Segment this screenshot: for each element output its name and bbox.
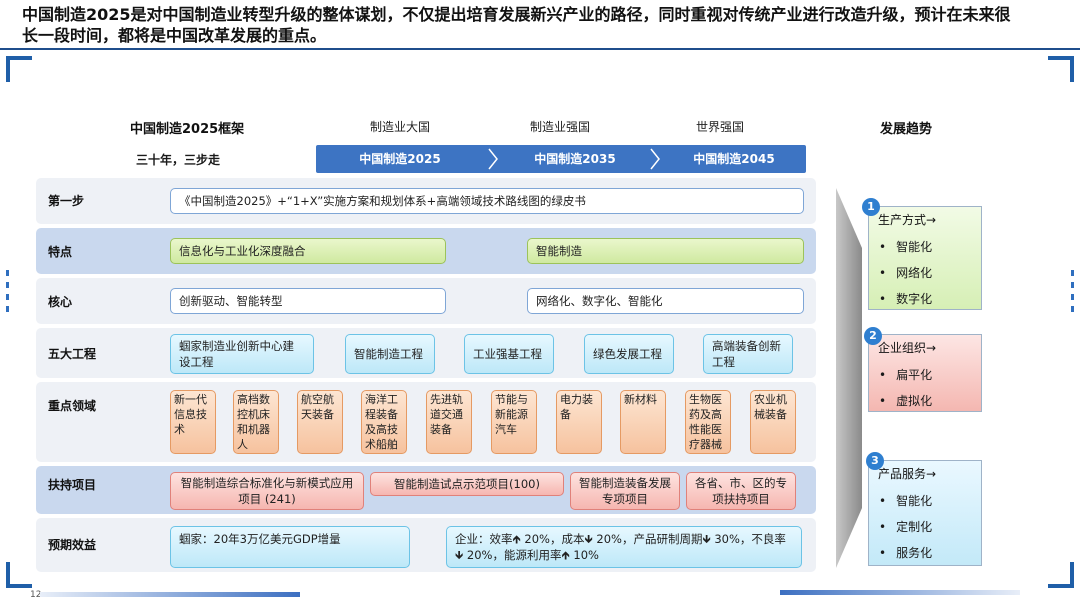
three-steps-label: 三十年，三步走: [136, 153, 221, 167]
stage-label-2: 制造业强国: [529, 120, 590, 134]
key-field-item: 航空航天装备: [297, 390, 343, 454]
benefit-item: 企业：效率🡹 20%，成本🡻 20%，产品研制周期🡻 30%，不良率🡻 20%，…: [446, 526, 802, 568]
timeline-stage-2045: 中国制造2045: [693, 152, 775, 166]
side-dash: [6, 294, 9, 300]
project-item: 绿色发展工程: [584, 334, 674, 374]
key-field-item: 新一代信息技术: [170, 390, 216, 454]
key-field-item: 节能与新能源汽车: [491, 390, 537, 454]
trend-number-badge: 3: [866, 452, 884, 470]
support-item: 智能制造试点示范项目(100): [370, 472, 564, 496]
key-field-item: 新材料: [620, 390, 666, 454]
trend-card-production: 生产方式→ 智能化 网络化 数字化: [868, 206, 982, 310]
side-dash: [1071, 294, 1074, 300]
timeline-bar: 中国制造2025 中国制造2035 中国制造2045: [316, 145, 806, 173]
row-label-support: 扶持项目: [48, 478, 97, 492]
side-dash: [1071, 306, 1074, 312]
trend-card-title: 企业组织→: [878, 341, 937, 355]
frame-corner-bottom-right: [1048, 562, 1074, 588]
side-dash: [6, 306, 9, 312]
trend-title: 发展趋势: [880, 122, 933, 137]
row-label-step1: 第一步: [48, 194, 85, 208]
framework-title: 中国制造2025框架: [130, 122, 245, 137]
trend-item: 定制化: [895, 514, 981, 540]
project-item: 蝈家制造业创新中心建设工程: [170, 334, 314, 374]
core-item: 网络化、数字化、智能化: [527, 288, 804, 314]
timeline-stage-2025: 中国制造2025: [359, 152, 441, 166]
stage-label-1: 制造业大国: [369, 120, 430, 134]
side-dash: [6, 282, 9, 288]
support-item: 智能制造装备发展专项项目: [570, 472, 680, 510]
side-dash: [1071, 282, 1074, 288]
project-item: 智能制造工程: [345, 334, 435, 374]
key-field-item: 农业机械装备: [750, 390, 796, 454]
trend-arrow-shape: [836, 188, 862, 568]
key-field-item: 电力装备: [556, 390, 602, 454]
row-label-projects: 五大工程: [48, 347, 97, 361]
feature-item: 信息化与工业化深度融合: [170, 238, 446, 264]
trend-item: 扁平化: [895, 362, 981, 388]
side-dash: [6, 270, 9, 276]
frame-corner-top-right: [1048, 56, 1074, 82]
trend-item: 虚拟化: [895, 388, 981, 414]
support-item: 智能制造综合标准化与新模式应用项目 (241): [170, 472, 364, 510]
stage-label-3: 世界强国: [695, 120, 744, 134]
core-item: 创新驱动、智能转型: [170, 288, 446, 314]
row-label-key-fields: 重点领域: [48, 399, 97, 413]
project-item: 高端装备创新工程: [703, 334, 793, 374]
page-headline: 中国制造2025是对中国制造业转型升级的整体谋划，不仅提出培育发展新兴产业的路径…: [22, 5, 1011, 45]
trend-item: 服务化: [895, 540, 981, 566]
footer-decor-bar: [40, 592, 300, 597]
key-field-item: 先进轨道交通装备: [426, 390, 472, 454]
trend-item: 智能化: [895, 488, 981, 514]
timeline-stage-2035: 中国制造2035: [534, 152, 616, 166]
trend-number-badge: 1: [862, 198, 880, 216]
frame-corner-top-left: [6, 56, 32, 82]
trend-item: 数字化: [895, 286, 981, 312]
trend-item: 智能化: [895, 234, 981, 260]
frame-corner-bottom-left: [6, 562, 32, 588]
step1-content: 《中国制造2025》+“1+X”实施方案和规划体系+高端领域技术路线图的绿皮书: [170, 188, 804, 214]
feature-item: 智能制造: [527, 238, 804, 264]
chevron-right-icon: [488, 148, 498, 170]
key-field-item: 海洋工程装备及高技术船舶: [361, 390, 407, 454]
trend-card-title: 产品服务→: [878, 467, 937, 481]
benefit-item: 蝈家：20年3万亿美元GDP增量: [170, 526, 410, 568]
trend-item: 网络化: [895, 260, 981, 286]
support-item: 各省、市、区的专项扶持项目: [686, 472, 796, 510]
trend-number-badge: 2: [864, 327, 882, 345]
key-field-item: 生物医药及高性能医疗器械: [685, 390, 731, 454]
side-dash: [1071, 270, 1074, 276]
top-divider: [0, 48, 1080, 50]
footer-decor-bar: [780, 590, 1020, 595]
row-label-features: 特点: [48, 245, 73, 259]
trend-card-organization: 企业组织→ 扁平化 虚拟化: [868, 334, 982, 412]
trend-card-service: 产品服务→ 智能化 定制化 服务化: [868, 460, 982, 566]
key-field-item: 高档数控机床和机器人: [233, 390, 279, 454]
trend-card-title: 生产方式→: [878, 213, 937, 227]
project-item: 工业强基工程: [464, 334, 554, 374]
row-label-core: 核心: [48, 295, 73, 309]
chevron-right-icon: [650, 148, 660, 170]
row-label-benefits: 预期效益: [48, 538, 97, 552]
page-number: 12: [30, 590, 42, 600]
